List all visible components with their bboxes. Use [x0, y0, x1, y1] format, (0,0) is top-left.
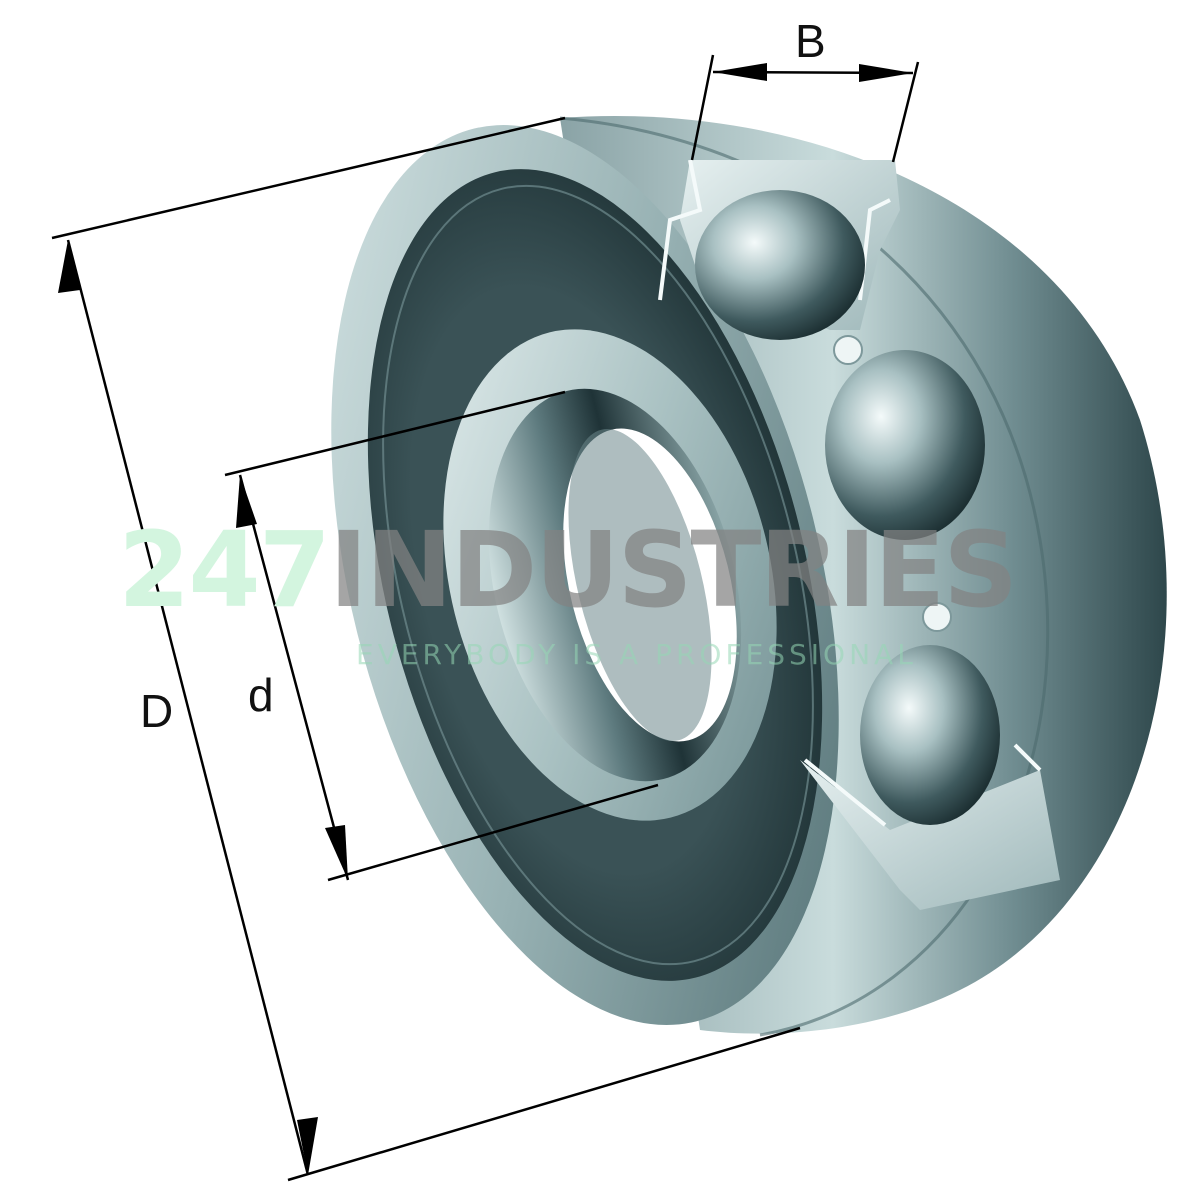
ball [860, 645, 1000, 825]
watermark-number: 247 [118, 509, 331, 631]
cage-rivet [922, 602, 952, 632]
label-bore-diameter-d: d [248, 669, 274, 721]
dimension-D [51, 116, 801, 1182]
rolling-elements [695, 190, 1000, 825]
dimension-B [690, 54, 920, 163]
label-outer-diameter-D: D [140, 685, 174, 737]
ball [825, 350, 985, 540]
ball [695, 190, 865, 340]
watermark-word: INDUSTRIES [329, 509, 1018, 631]
label-width-B: B [795, 15, 826, 67]
cage-rivet [833, 335, 863, 365]
dimension-d [224, 390, 659, 882]
watermark-logo: 247INDUSTRIES [118, 518, 1018, 622]
watermark-tagline: EVERYBODY IS A PROFESSIONAL [356, 638, 917, 671]
